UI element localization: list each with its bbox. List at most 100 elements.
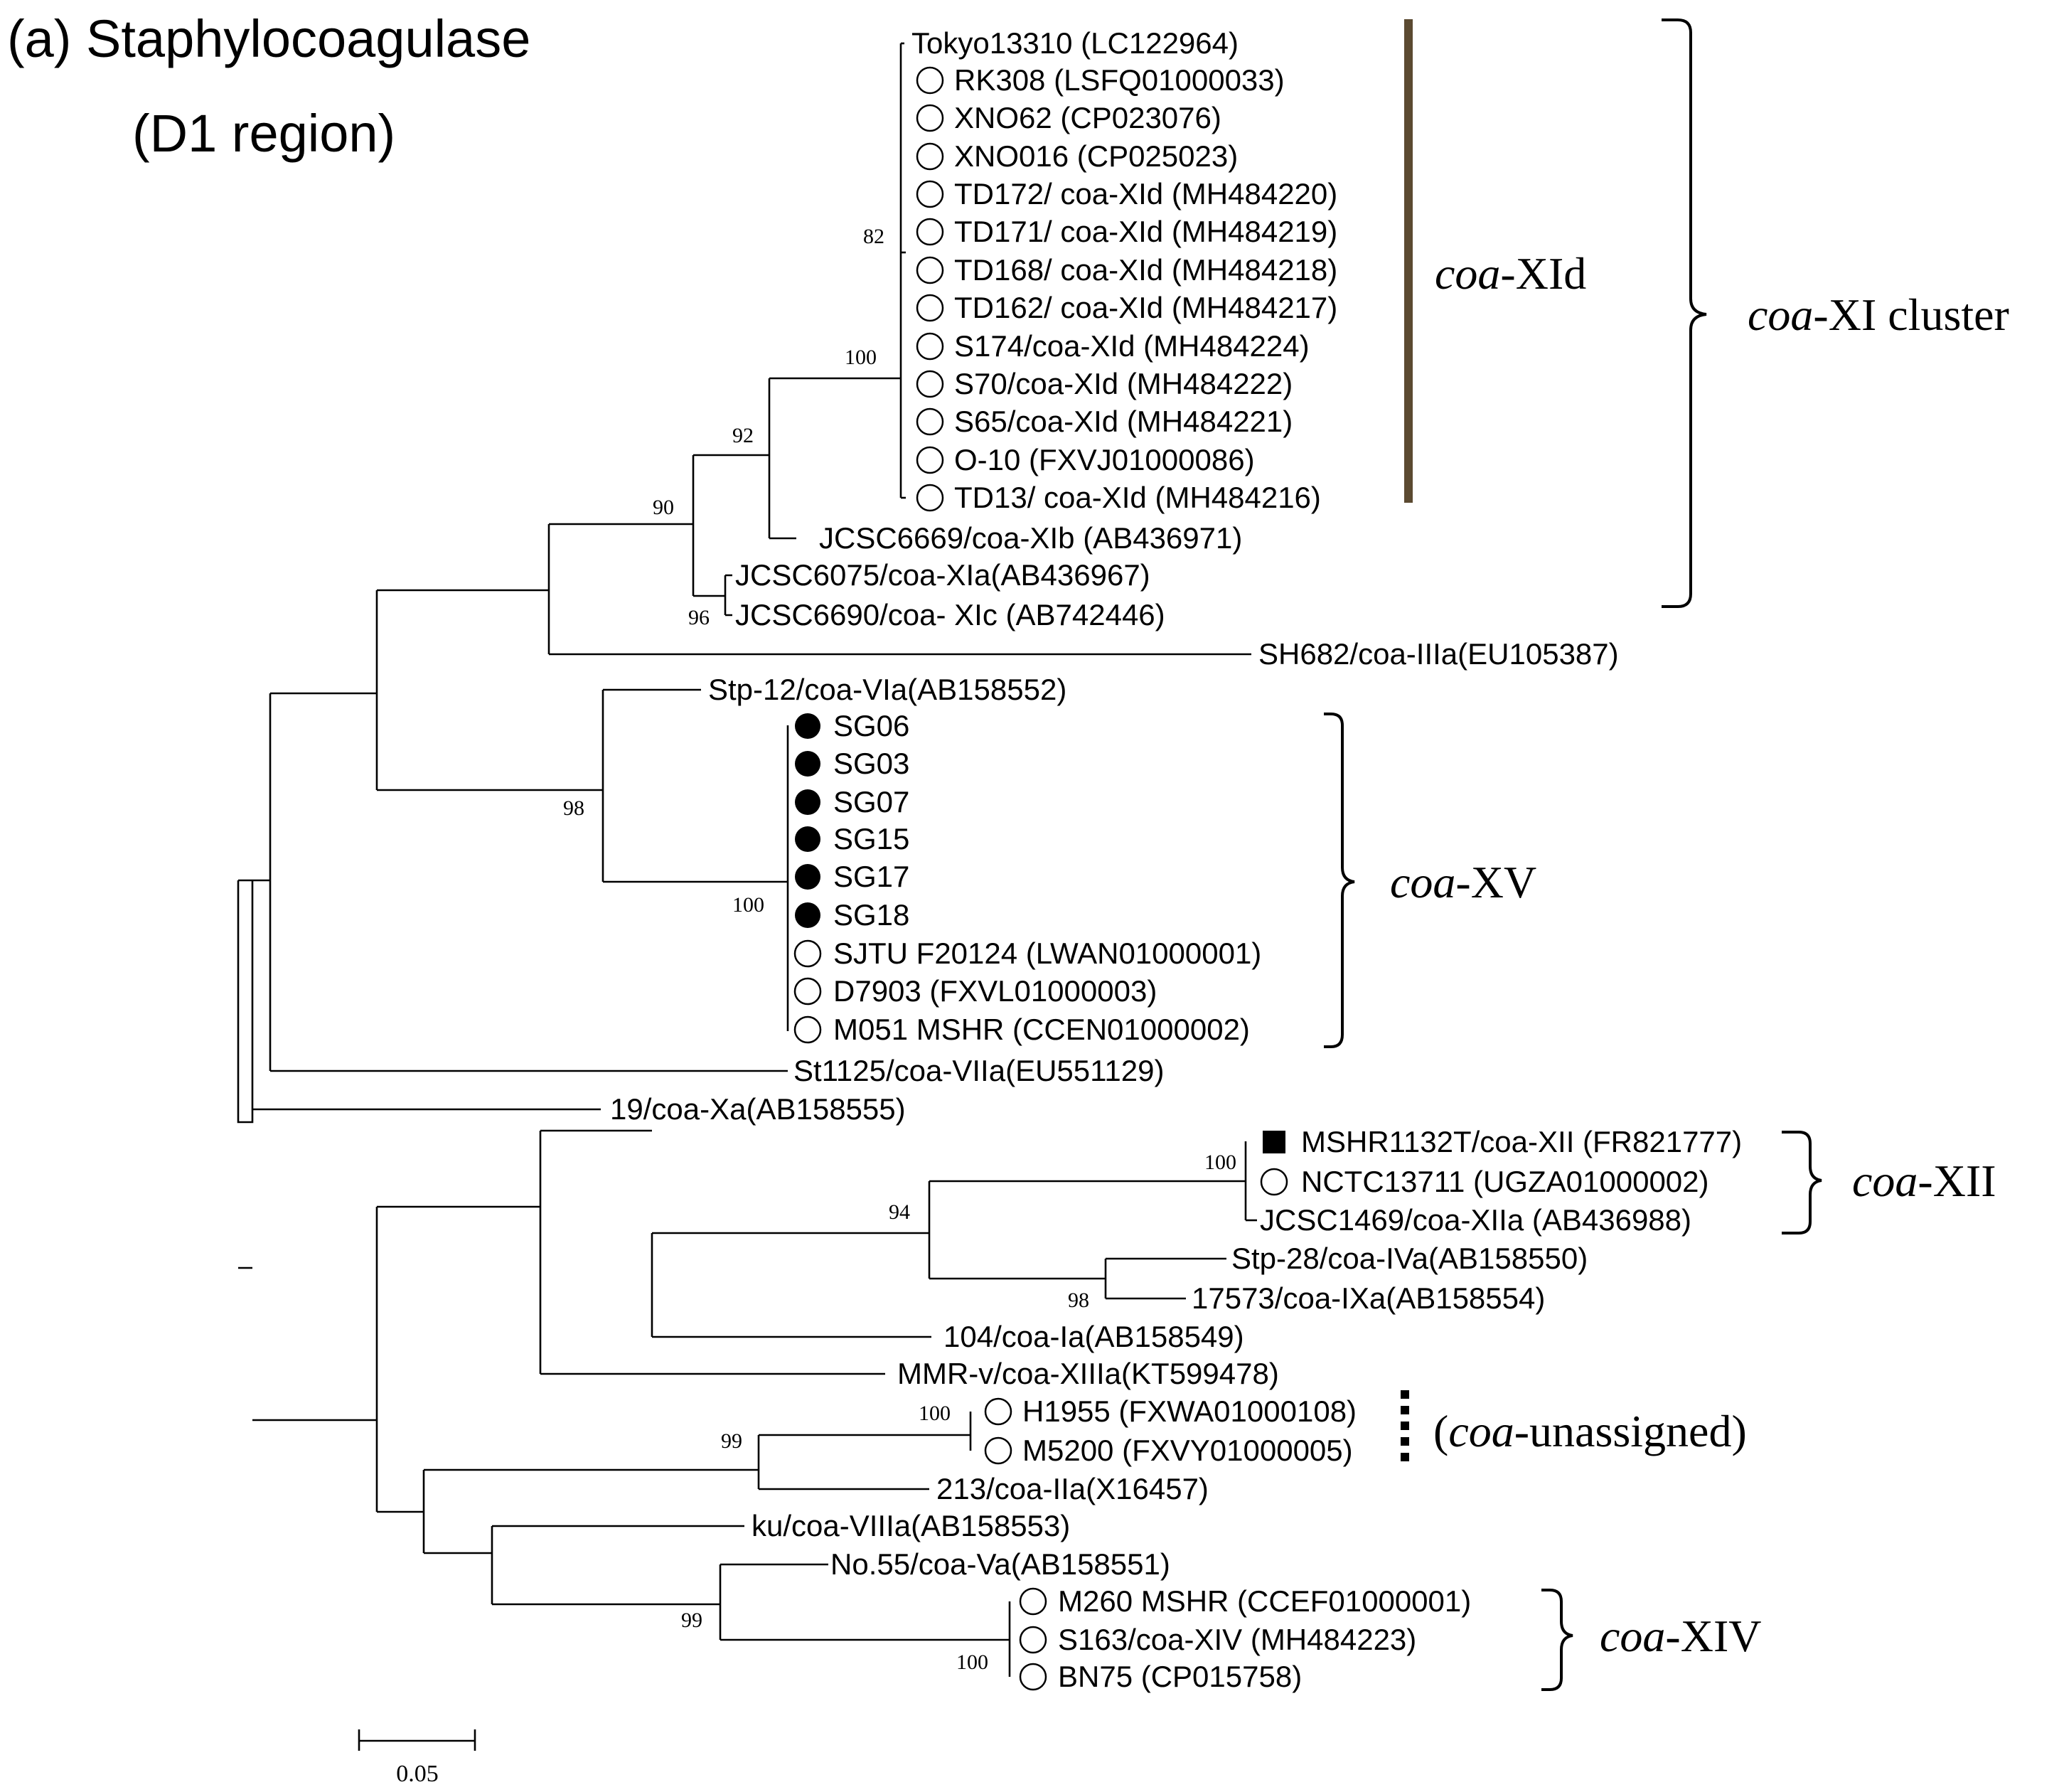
bootstrap-value: 96 — [688, 606, 710, 629]
taxon-label: MMR-v/coa-XIIIa(KT599478) — [897, 1357, 1279, 1390]
open-circle-icon — [984, 1436, 1012, 1465]
taxon-label: TD171/ coa-XId (MH484219) — [954, 215, 1337, 248]
taxon-label: SG07 — [833, 785, 909, 818]
taxon-label: 104/coa-Ia(AB158549) — [943, 1320, 1244, 1353]
taxon-label: 17573/coa-IXa(AB158554) — [1192, 1281, 1545, 1315]
unassigned-dots — [1401, 1390, 1409, 1461]
taxon-label: TD13/ coa-XId (MH484216) — [954, 481, 1321, 514]
taxon-label: JCSC6669/coa-XIb (AB436971) — [819, 521, 1242, 555]
bootstrap-value: 100 — [732, 893, 764, 917]
open-circle-icon — [916, 218, 944, 246]
bootstrap-value: 90 — [653, 496, 674, 519]
filled-circle-icon — [795, 826, 820, 852]
taxon-label: Stp-28/coa-IVa(AB158550) — [1231, 1242, 1588, 1275]
taxon-label: RK308 (LSFQ01000033) — [954, 63, 1285, 97]
taxon-label: Stp-12/coa-VIa(AB158552) — [708, 673, 1066, 706]
taxon-label: H1955 (FXWA01000108) — [1022, 1394, 1357, 1428]
label-coa-xid: coa-XId — [1435, 248, 1586, 299]
taxon-label: O-10 (FXVJ01000086) — [954, 443, 1255, 476]
taxon-label: SJTU F20124 (LWAN01000001) — [833, 937, 1261, 970]
figure-title-line1: (a) Staphylocoagulase — [7, 9, 530, 68]
taxon-markers — [793, 66, 1288, 1691]
bootstrap-value: 100 — [956, 1650, 988, 1674]
bootstrap-value: 98 — [563, 796, 584, 820]
taxon-label: No.55/coa-Va(AB158551) — [830, 1547, 1170, 1581]
taxon-label: S65/coa-XId (MH484221) — [954, 405, 1293, 438]
open-circle-icon — [916, 142, 944, 171]
taxon-label: JCSC1469/coa-XIIa (AB436988) — [1260, 1203, 1691, 1237]
taxon-label: SG06 — [833, 709, 909, 742]
open-circle-icon — [916, 104, 944, 132]
taxon-label: TD172/ coa-XId (MH484220) — [954, 177, 1337, 210]
open-circle-icon — [793, 1015, 822, 1044]
taxon-label: MSHR1132T/coa-XII (FR821777) — [1301, 1125, 1742, 1158]
open-circle-icon — [984, 1397, 1012, 1426]
taxon-label: SH682/coa-IIIa(EU105387) — [1258, 637, 1619, 671]
taxon-label: TD168/ coa-XId (MH484218) — [954, 253, 1337, 287]
bootstrap-value: 82 — [863, 225, 884, 248]
taxon-label: 19/coa-Xa(AB158555) — [610, 1092, 906, 1126]
open-circle-icon — [916, 484, 944, 512]
open-circle-icon — [916, 294, 944, 322]
taxon-labels: Tokyo13310 (LC122964)RK308 (LSFQ01000033… — [610, 26, 1742, 1693]
taxon-label: JCSC6690/coa- XIc (AB742446) — [735, 598, 1165, 631]
label-coa-xi-cluster: coa-XI cluster — [1748, 289, 2009, 340]
bootstrap-value: 98 — [1068, 1289, 1089, 1312]
figure-title-line2: (D1 region) — [132, 104, 395, 163]
open-circle-icon — [916, 370, 944, 398]
bootstrap-value: 92 — [732, 424, 754, 447]
open-circle-icon — [1019, 1626, 1047, 1654]
taxon-label: SG17 — [833, 860, 909, 893]
taxon-label: M5200 (FXVY01000005) — [1022, 1434, 1353, 1467]
open-circle-icon — [1260, 1168, 1288, 1196]
open-circle-icon — [793, 939, 822, 968]
taxon-label: S174/coa-XId (MH484224) — [954, 329, 1310, 363]
taxon-label: D7903 (FXVL01000003) — [833, 974, 1157, 1008]
coa-xid-bar — [1404, 19, 1413, 503]
filled-square-icon — [1263, 1131, 1285, 1153]
bootstrap-value: 100 — [919, 1402, 951, 1425]
bootstrap-value: 94 — [889, 1200, 910, 1224]
taxon-label: TD162/ coa-XId (MH484217) — [954, 291, 1337, 324]
taxon-label: NCTC13711 (UGZA01000002) — [1301, 1165, 1709, 1198]
filled-circle-icon — [795, 789, 820, 815]
bracket-coa-xi — [1662, 18, 1707, 608]
open-circle-icon — [793, 977, 822, 1006]
filled-circle-icon — [795, 902, 820, 928]
taxon-label: BN75 (CP015758) — [1058, 1660, 1302, 1693]
open-circle-icon — [916, 446, 944, 474]
taxon-label: SG18 — [833, 898, 909, 932]
taxon-label: M051 MSHR (CCEN01000002) — [833, 1013, 1250, 1046]
taxon-label: M260 MSHR (CCEF01000001) — [1058, 1584, 1471, 1618]
bracket-coa-xii — [1782, 1131, 1822, 1234]
bootstrap-value: 99 — [721, 1429, 742, 1453]
taxon-label: ku/coa-VIIIa(AB158553) — [752, 1509, 1070, 1542]
open-circle-icon — [916, 256, 944, 284]
bootstrap-value: 100 — [1204, 1151, 1236, 1174]
bracket-coa-xv — [1324, 713, 1355, 1048]
label-coa-xii: coa-XII — [1852, 1156, 1996, 1206]
label-coa-xv: coa-XV — [1390, 857, 1536, 907]
taxon-label: S163/coa-XIV (MH484223) — [1058, 1623, 1416, 1656]
open-circle-icon — [1019, 1663, 1047, 1691]
open-circle-icon — [916, 66, 944, 95]
filled-circle-icon — [795, 864, 820, 890]
taxon-label: XNO62 (CP023076) — [954, 101, 1221, 134]
taxon-label: 213/coa-IIa(X16457) — [936, 1472, 1209, 1505]
taxon-label: SG03 — [833, 747, 909, 780]
taxon-label: Tokyo13310 (LC122964) — [911, 26, 1239, 60]
scale-bar: 0.05 — [358, 1729, 476, 1787]
open-circle-icon — [916, 332, 944, 361]
label-coa-xiv: coa-XIV — [1600, 1611, 1761, 1661]
taxon-label: SG15 — [833, 822, 909, 855]
scale-bar-label: 0.05 — [396, 1761, 439, 1787]
bootstrap-value: 100 — [845, 346, 877, 369]
taxon-label: St1125/coa-VIIa(EU551129) — [793, 1054, 1164, 1087]
taxon-label: JCSC6075/coa-XIa(AB436967) — [735, 558, 1150, 592]
filled-circle-icon — [795, 751, 820, 777]
open-circle-icon — [916, 407, 944, 436]
taxon-label: XNO016 (CP025023) — [954, 139, 1238, 173]
tree-branches — [237, 42, 1257, 1677]
